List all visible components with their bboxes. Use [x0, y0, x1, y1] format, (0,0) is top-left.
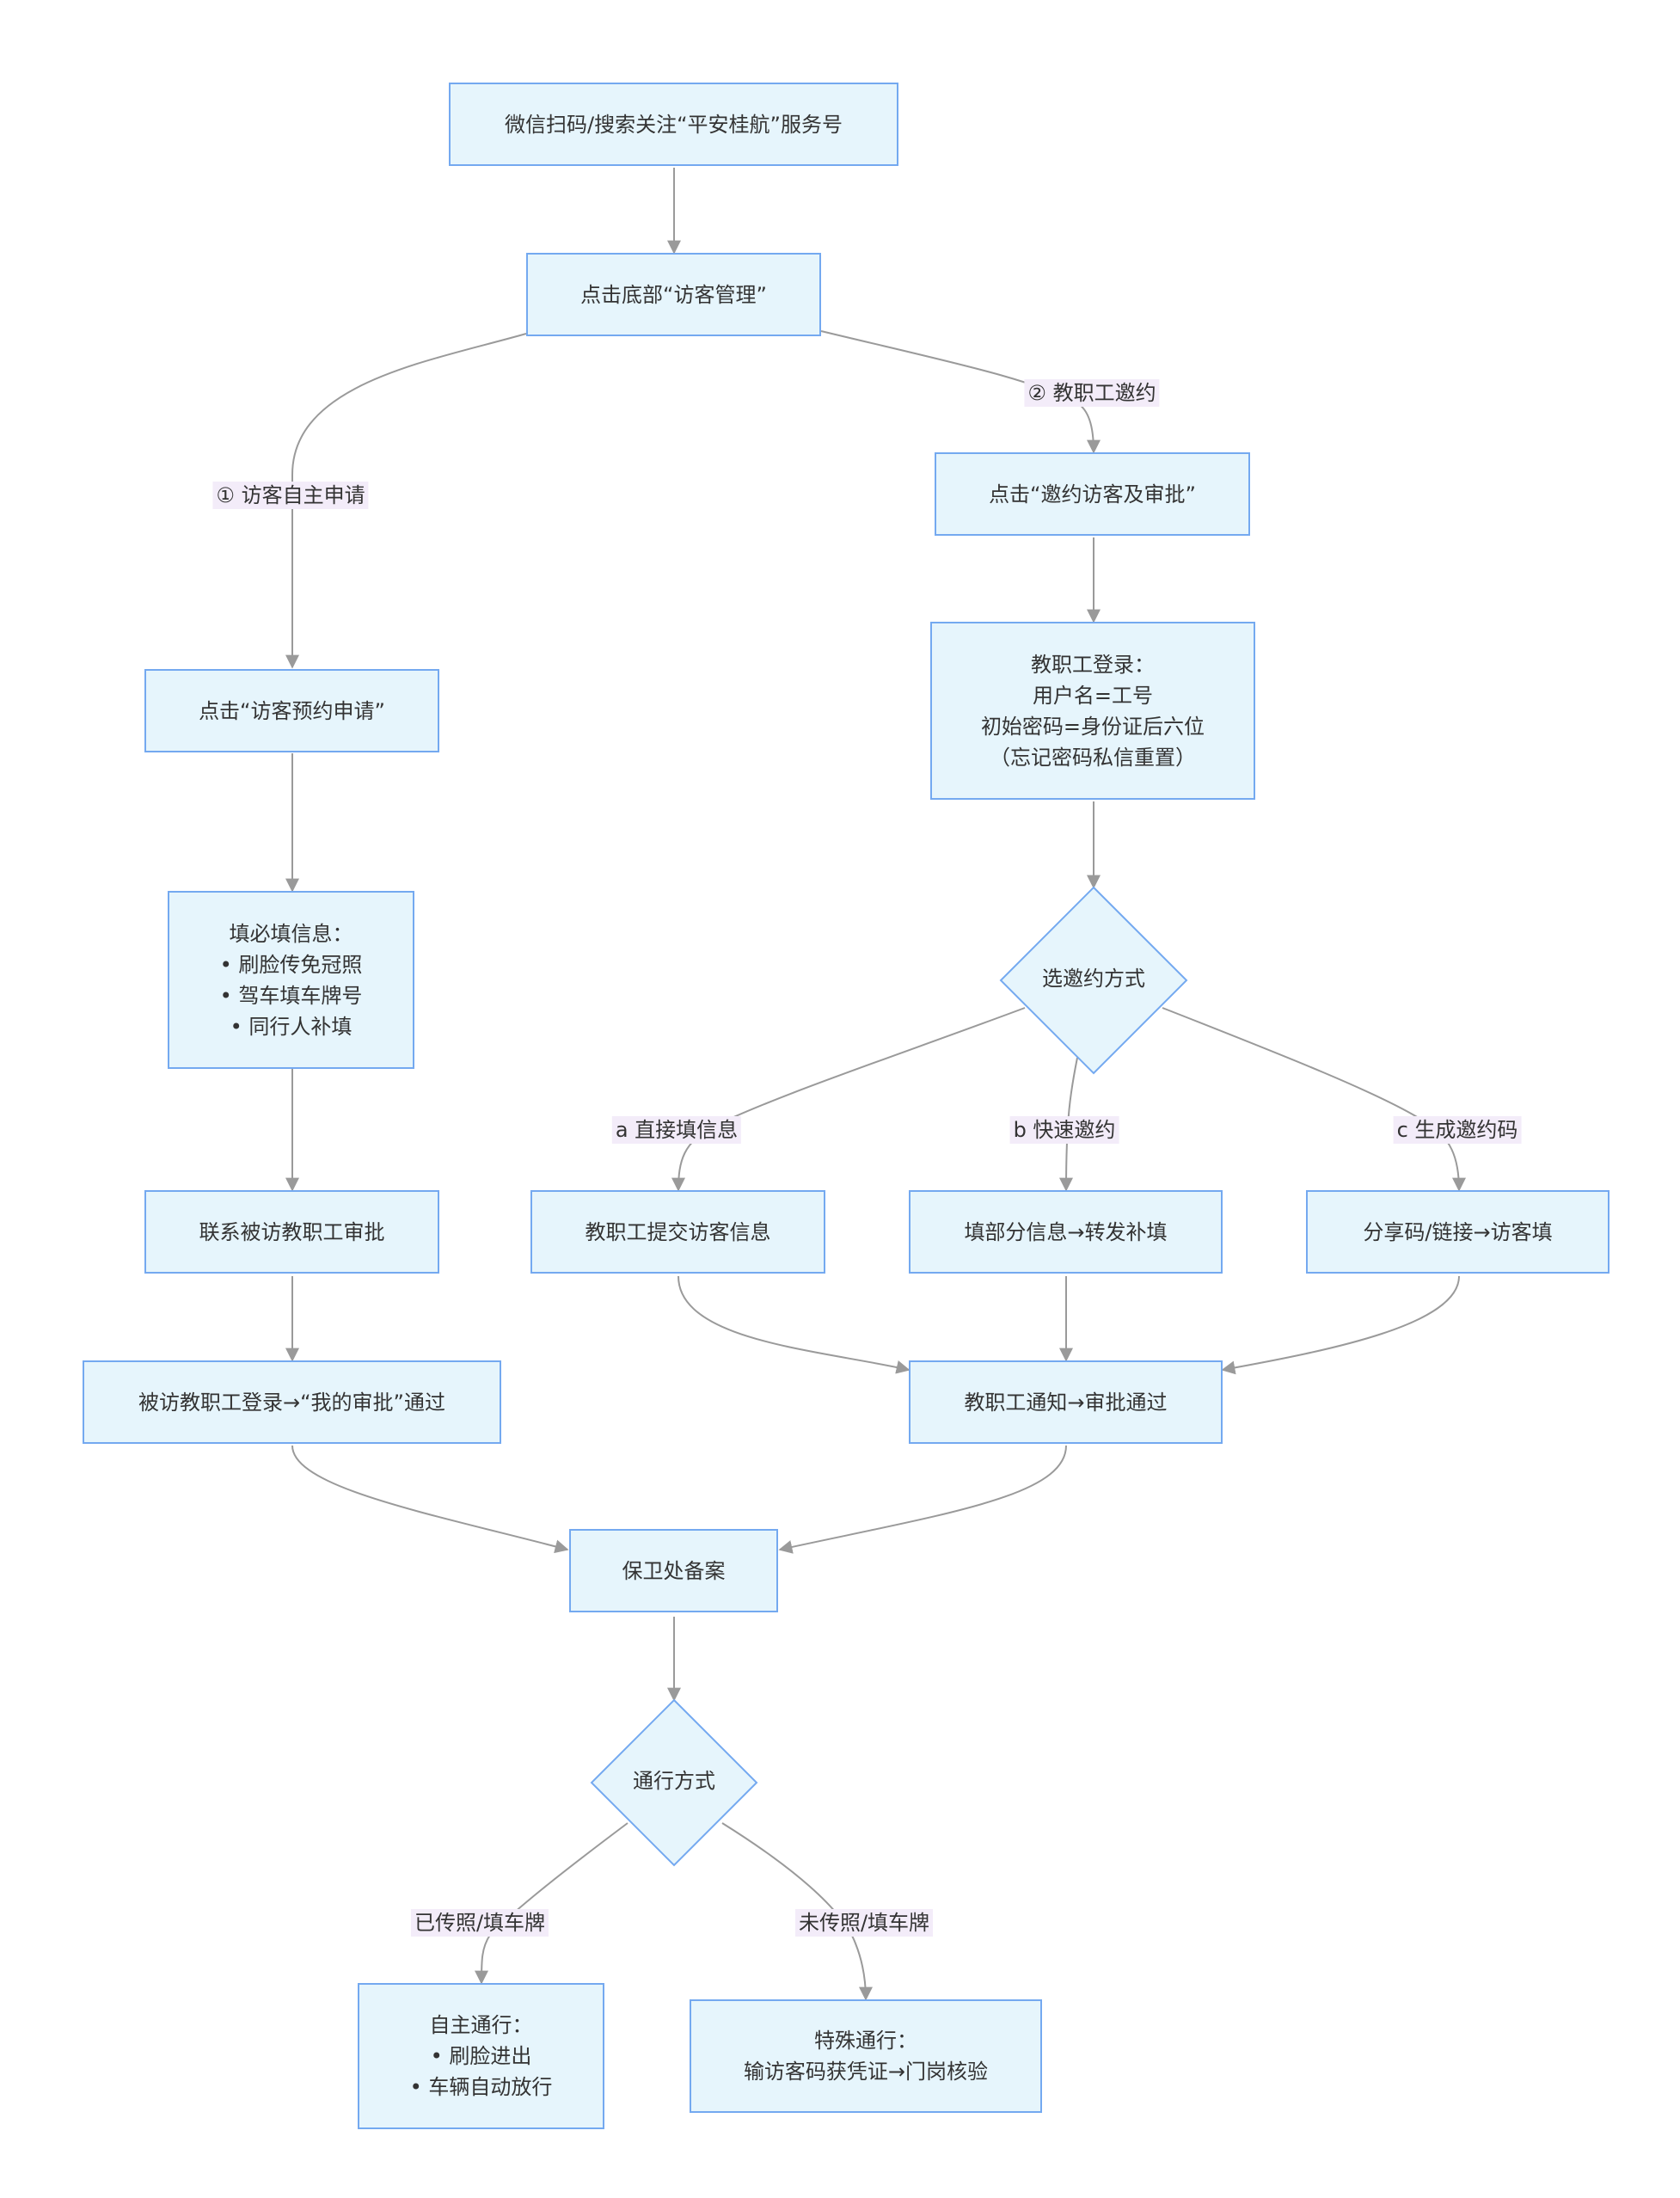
- node-share-code: 分享码/链接→访客填: [1306, 1190, 1609, 1274]
- staff-login-line: 初始密码=身份证后六位: [980, 714, 1205, 739]
- edge-label-self-apply: ① 访客自主申请: [212, 482, 369, 509]
- choose-method-diamond: [999, 886, 1188, 1075]
- self-pass-title: 自主通行：: [429, 2013, 533, 2037]
- special-pass-title: 特殊通行：: [813, 2029, 917, 2053]
- required-info-item: • 驾车填车牌号: [219, 983, 363, 1008]
- node-submit-visitor-info: 教职工提交访客信息: [530, 1190, 825, 1274]
- edge-label-staff-invite: ② 教职工邀约: [1024, 379, 1160, 407]
- edge-label-photo-not-uploaded: 未传照/填车牌: [794, 1909, 934, 1937]
- required-info-item: • 同行人补填: [230, 1014, 353, 1039]
- staff-login-title: 教职工登录：: [1030, 652, 1155, 677]
- choose-method-label: 选邀约方式: [1042, 967, 1145, 991]
- node-wechat-follow: 微信扫码/搜索关注“平安桂航”服务号: [449, 83, 898, 166]
- edge-label-photo-uploaded: 已传照/填车牌: [410, 1909, 549, 1937]
- node-contact-staff: 联系被访教职工审批: [144, 1190, 439, 1274]
- edge-notify-approve-to-security-record: [778, 1445, 1067, 1554]
- self-pass-item: • 车辆自动放行: [409, 2075, 553, 2099]
- node-invite-and-approve: 点击“邀约访客及审批”: [935, 452, 1250, 536]
- node-self-pass: 自主通行： • 刷脸进出 • 车辆自动放行: [358, 1983, 604, 2129]
- edge-pass-method-to-self-pass: [475, 1822, 628, 1985]
- node-special-pass: 特殊通行： 输访客码获凭证→门岗核验: [690, 1999, 1042, 2113]
- required-info-item: • 刷脸传免冠照: [219, 952, 363, 977]
- node-security-record: 保卫处备案: [569, 1529, 778, 1612]
- pass-method-diamond: [590, 1698, 758, 1867]
- edge-label-quick-invite: b 快速邀约: [1009, 1116, 1119, 1144]
- edge-choose-method-to-share-code: [1162, 1007, 1466, 1192]
- edge-choose-method-to-submit-info: [671, 1007, 1026, 1192]
- edge-choose-method-to-fill-forward: [1059, 1057, 1078, 1192]
- edge-staff-approve-to-security-record: [291, 1445, 569, 1554]
- edge-label-generate-code: c 生成邀约码: [1393, 1116, 1522, 1144]
- staff-login-line: （忘记密码私信重置）: [989, 745, 1196, 770]
- edge-label-direct-fill: a 直接填信息: [611, 1116, 742, 1144]
- node-required-info: 填必填信息： • 刷脸传免冠照 • 驾车填车牌号 • 同行人补填: [168, 891, 414, 1069]
- edge-visitor-mgmt-to-appt-apply: [285, 333, 527, 669]
- node-fill-and-forward: 填部分信息→转发补填: [909, 1190, 1223, 1274]
- node-staff-approve: 被访教职工登录→“我的审批”通过: [83, 1360, 501, 1444]
- node-appointment-apply: 点击“访客预约申请”: [144, 669, 439, 752]
- node-notify-approve: 教职工通知→审批通过: [909, 1360, 1223, 1444]
- edge-share-code-to-notify-approve: [1221, 1275, 1460, 1375]
- pass-method-label: 通行方式: [633, 1769, 715, 1793]
- staff-login-line: 用户名=工号: [1032, 683, 1154, 708]
- edge-submit-info-to-notify-approve: [678, 1275, 911, 1374]
- node-visitor-management: 点击底部“访客管理”: [526, 253, 821, 336]
- self-pass-item: • 刷脸进出: [430, 2044, 532, 2068]
- required-info-title: 填必填信息：: [229, 921, 353, 946]
- special-pass-line: 输访客码获凭证→门岗核验: [743, 2060, 989, 2084]
- node-staff-login: 教职工登录： 用户名=工号 初始密码=身份证后六位 （忘记密码私信重置）: [930, 622, 1255, 800]
